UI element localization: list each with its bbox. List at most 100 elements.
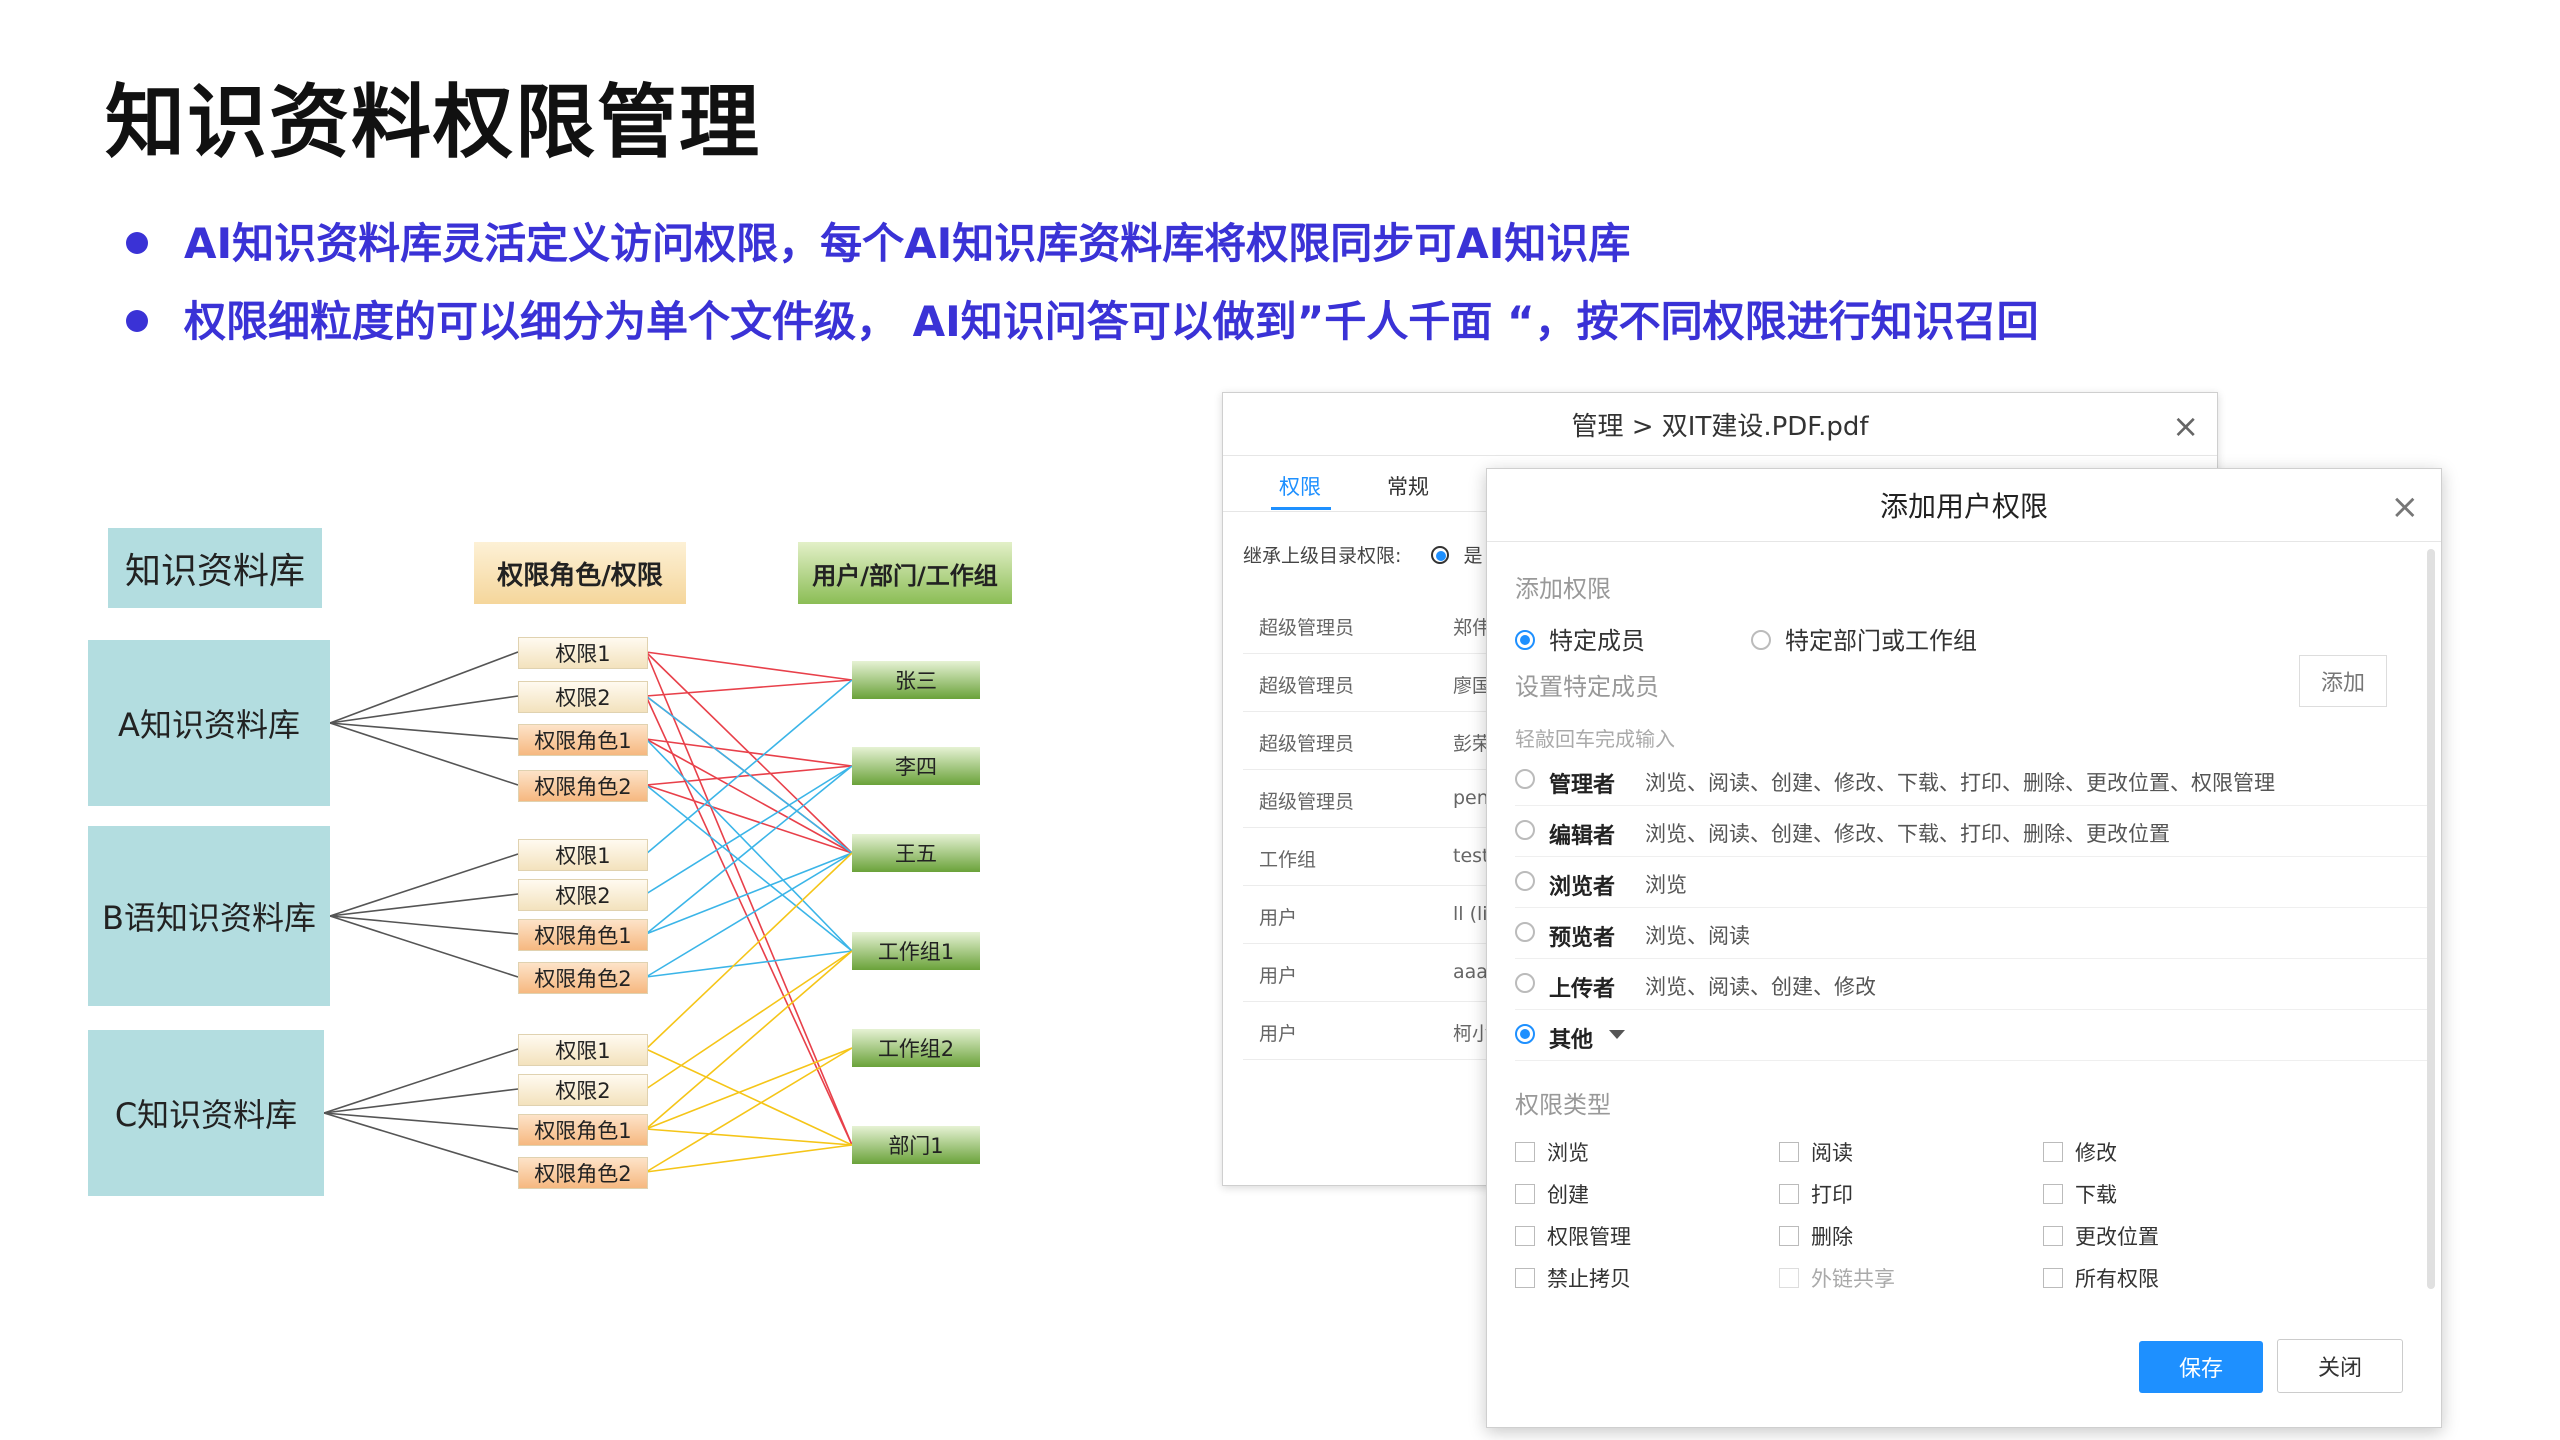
role-row-viewer[interactable]: 浏览者浏览 (1515, 857, 2427, 908)
role-name: 预览者 (1549, 926, 1616, 951)
group-a-role-1: 权限角色1 (518, 724, 648, 756)
inherit-yes-radio[interactable] (1431, 545, 1450, 564)
role-perms: 浏览、阅读、创建、修改、下载、打印、删除、更改位置、权限管理 (1645, 771, 2275, 795)
yellow-access-link (645, 950, 853, 1130)
perm-type-delete[interactable]: 删除 (1779, 1221, 1853, 1251)
blue-access-link (645, 784, 853, 952)
library-permission-link (329, 915, 519, 935)
group-a-role-2: 权限角色2 (518, 770, 648, 802)
close-icon[interactable]: × (2390, 487, 2420, 527)
role-perms: 浏览、阅读 (1645, 924, 1750, 948)
role-row-uploader[interactable]: 上传者浏览、阅读、创建、修改 (1515, 959, 2427, 1010)
checkbox[interactable] (1515, 1268, 1535, 1288)
perm-type-label: 创建 (1547, 1183, 1589, 1207)
active-tab-indicator (1271, 507, 1331, 510)
role-name: 浏览者 (1549, 875, 1616, 900)
add-member-button[interactable]: 添加 (2299, 655, 2387, 707)
checkbox[interactable] (2043, 1184, 2063, 1204)
group-a-perm-1: 权限1 (518, 637, 648, 669)
specific-member-label: 特定成员 (1549, 627, 1645, 655)
perm-type-no-copy[interactable]: 禁止拷贝 (1515, 1263, 1631, 1293)
checkbox[interactable] (1515, 1142, 1535, 1162)
role-name: 管理者 (1549, 773, 1616, 798)
row-name: 廖国 (1453, 675, 1492, 697)
chevron-down-icon[interactable] (1609, 1030, 1625, 1039)
workgroup-1: 工作组1 (852, 932, 980, 970)
role-row-editor[interactable]: 编辑者浏览、阅读、创建、修改、下载、打印、删除、更改位置 (1515, 806, 2427, 857)
bullet-1-text: AI知识资料库灵活定义访问权限，每个AI知识库资料库将权限同步可AI知识库 (184, 219, 1631, 268)
perm-type-modify[interactable]: 修改 (2043, 1137, 2117, 1167)
input-hint: 轻敲回车完成输入 (1515, 727, 1675, 751)
checkbox[interactable] (1779, 1184, 1799, 1204)
perm-type-all[interactable]: 所有权限 (2043, 1263, 2159, 1293)
row-type: 工作组 (1259, 849, 1317, 871)
specific-member-radio[interactable] (1515, 630, 1535, 650)
row-type: 超级管理员 (1259, 675, 1355, 697)
role-row-manager[interactable]: 管理者 浏览、阅读、创建、修改、下载、打印、删除、更改位置、权限管理 (1515, 755, 2427, 806)
user-zhangsan: 张三 (852, 661, 980, 699)
specific-department-option[interactable]: 特定部门或工作组 (1751, 621, 1977, 656)
role-radio[interactable] (1515, 769, 1535, 789)
inherit-parent-permission: 继承上级目录权限: 是 (1243, 541, 1482, 568)
checkbox[interactable] (1779, 1142, 1799, 1162)
checkbox[interactable] (2043, 1268, 2063, 1288)
blue-access-link (645, 852, 853, 978)
add-user-permission-dialog: 添加用户权限 × 添加权限 特定成员 特定部门或工作组 设置特定成员 添加 轻敲… (1486, 468, 2442, 1428)
department-1: 部门1 (852, 1126, 980, 1164)
role-radio[interactable] (1515, 1024, 1535, 1044)
checkbox[interactable] (2043, 1142, 2063, 1162)
row-type: 用户 (1259, 965, 1298, 987)
close-icon[interactable]: × (2172, 407, 2199, 445)
checkbox[interactable] (1779, 1226, 1799, 1246)
group-b-role-2: 权限角色2 (518, 962, 648, 994)
library-header: 知识资料库 (108, 528, 322, 608)
perm-type-create[interactable]: 创建 (1515, 1179, 1589, 1209)
bullet-2: 权限细粒度的可以细分为单个文件级， AI知识问答可以做到”千人千面 “，按不同权… (126, 288, 2039, 349)
scrollbar[interactable] (2427, 549, 2435, 1289)
save-button[interactable]: 保存 (2139, 1341, 2263, 1393)
blue-access-link (645, 679, 853, 855)
specific-member-option[interactable]: 特定成员 (1515, 621, 1645, 656)
library-permission-link (329, 893, 519, 917)
perm-type-print[interactable]: 打印 (1779, 1179, 1853, 1209)
user-department-header: 用户/部门/工作组 (798, 542, 1012, 604)
yellow-access-link (645, 1144, 853, 1173)
role-row-other[interactable]: 其他 (1515, 1010, 2427, 1061)
library-c: C知识资料库 (88, 1030, 324, 1196)
group-c-perm-1: 权限1 (518, 1034, 648, 1066)
blue-access-link (645, 852, 853, 935)
perm-type-label: 更改位置 (2075, 1225, 2159, 1249)
role-radio[interactable] (1515, 820, 1535, 840)
checkbox[interactable] (1515, 1226, 1535, 1246)
red-access-link (645, 651, 853, 681)
group-b-role-1: 权限角色1 (518, 919, 648, 951)
perm-type-download[interactable]: 下载 (2043, 1179, 2117, 1209)
red-access-link (645, 738, 853, 767)
row-name: test (1453, 845, 1490, 867)
role-name: 编辑者 (1549, 824, 1616, 849)
specific-department-radio[interactable] (1751, 630, 1771, 650)
perm-type-permission-manage[interactable]: 权限管理 (1515, 1221, 1631, 1251)
role-name: 上传者 (1549, 977, 1616, 1002)
checkbox[interactable] (2043, 1226, 2063, 1246)
perm-type-label: 打印 (1811, 1183, 1853, 1207)
checkbox[interactable] (1515, 1184, 1535, 1204)
library-b: B语知识资料库 (88, 826, 330, 1006)
role-radio[interactable] (1515, 871, 1535, 891)
role-radio[interactable] (1515, 922, 1535, 942)
close-button[interactable]: 关闭 (2277, 1339, 2403, 1393)
yellow-access-link (645, 1047, 853, 1130)
page-title: 知识资料权限管理 (105, 76, 761, 169)
perm-type-read[interactable]: 阅读 (1779, 1137, 1853, 1167)
tab-general[interactable]: 常规 (1387, 475, 1429, 499)
permission-type-label: 权限类型 (1515, 1091, 1611, 1119)
row-name: 郑伟 (1453, 617, 1492, 639)
bullet-2-text: 权限细粒度的可以细分为单个文件级， AI知识问答可以做到”千人千面 “，按不同权… (184, 297, 2039, 346)
role-row-previewer[interactable]: 预览者 浏览、阅读 (1515, 908, 2427, 959)
blue-access-link (645, 695, 853, 854)
perm-type-label: 删除 (1811, 1225, 1853, 1249)
perm-type-move[interactable]: 更改位置 (2043, 1221, 2159, 1251)
role-radio[interactable] (1515, 973, 1535, 993)
tab-permission[interactable]: 权限 (1279, 475, 1321, 499)
perm-type-browse[interactable]: 浏览 (1515, 1137, 1589, 1167)
